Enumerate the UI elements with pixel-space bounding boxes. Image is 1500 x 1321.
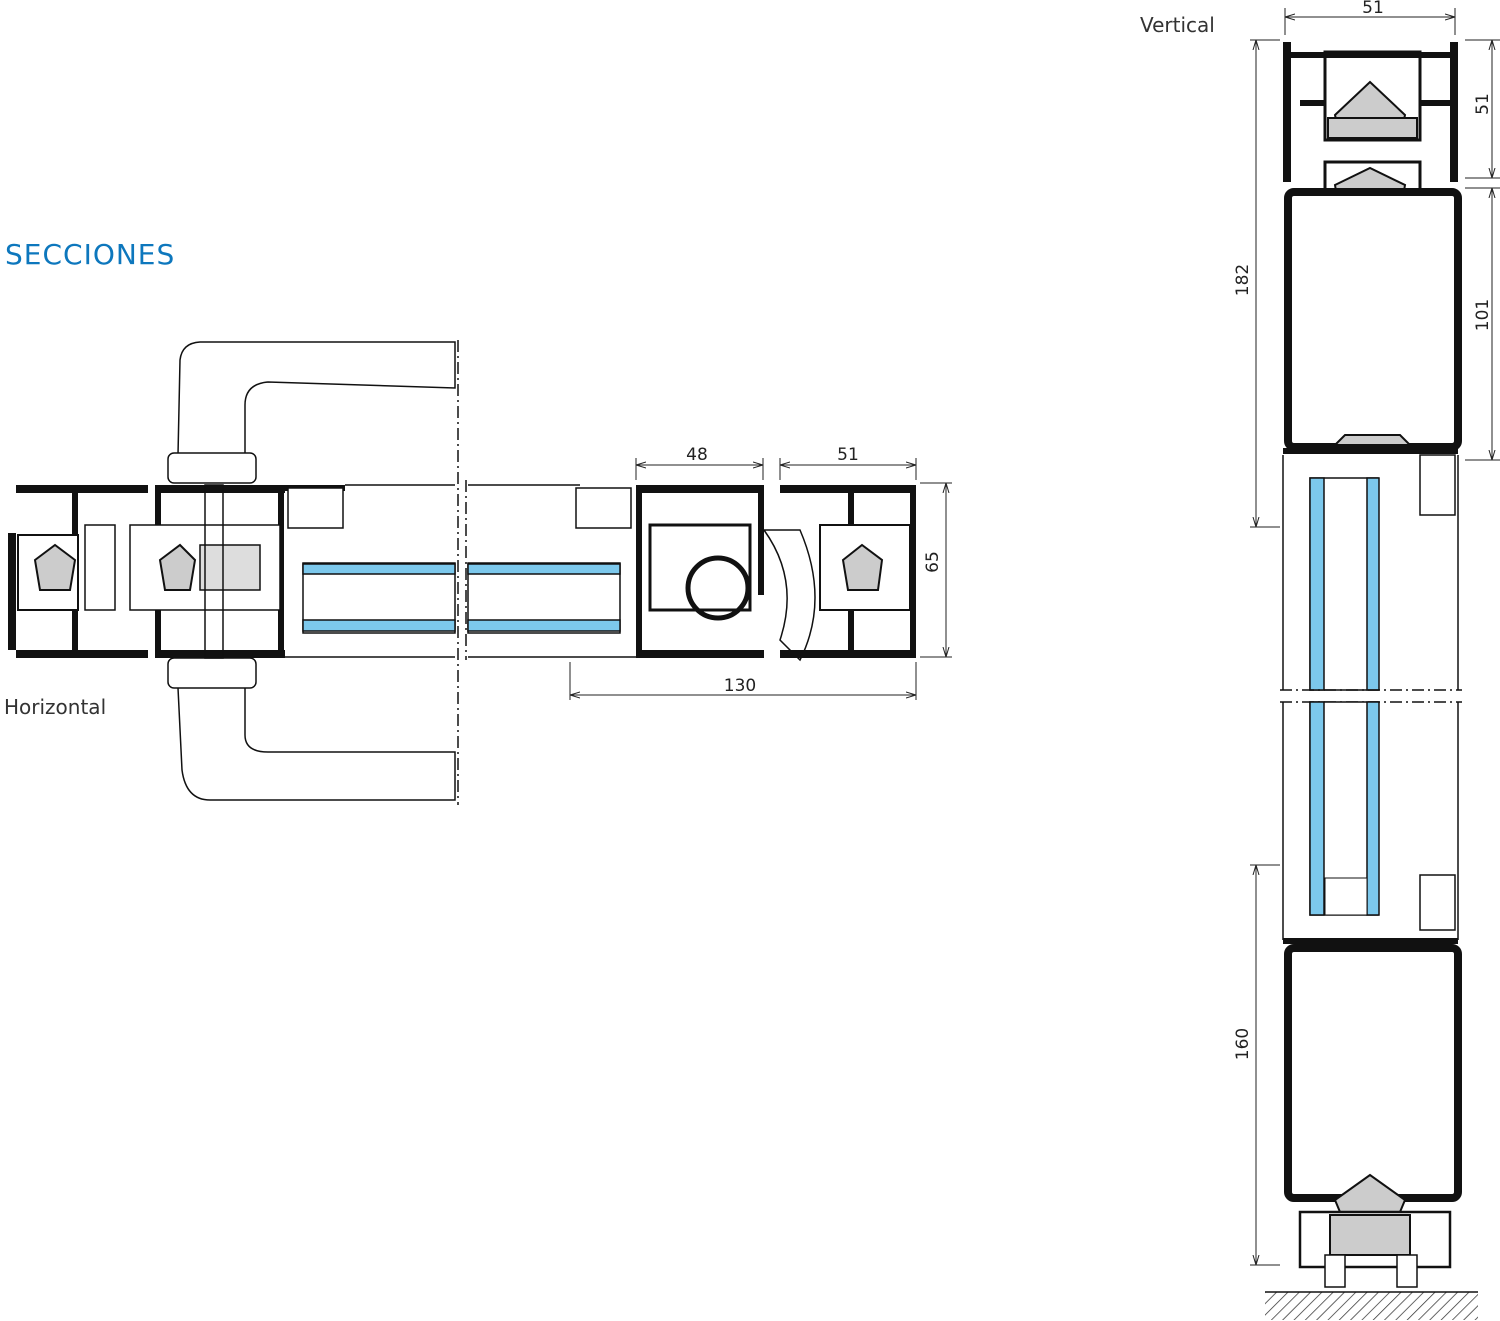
top-frame-profile (1283, 42, 1458, 182)
glass-pane (302, 563, 456, 575)
dimension-label: 130 (724, 676, 756, 696)
dimension-160: 160 (1233, 864, 1280, 1266)
glass-pane (1309, 701, 1325, 916)
vertical-section: 51 51 101 182 160 (1233, 0, 1500, 1320)
dimension-label: 48 (686, 445, 708, 465)
handle-bottom (177, 687, 456, 801)
left-frame-profile (8, 485, 148, 658)
dimension-51-horizontal: 51 (779, 445, 917, 480)
glass-pane (1366, 477, 1380, 691)
horizontal-section: 48 51 65 130 (8, 340, 952, 805)
glass-pane (467, 563, 621, 575)
floor-hatching (1265, 1292, 1478, 1320)
dimension-label: 160 (1233, 1028, 1253, 1060)
dimension-130: 130 (569, 662, 917, 700)
dimension-65: 65 (920, 482, 952, 658)
right-frame-profile (780, 485, 916, 658)
dimension-label: 51 (1362, 0, 1384, 18)
handle-top (177, 341, 456, 456)
section-title: SECCIONES (5, 238, 176, 271)
dimension-182: 182 (1233, 39, 1280, 528)
glass-pane (302, 619, 456, 632)
dimension-label: 182 (1233, 264, 1253, 296)
vertical-label: Vertical (1140, 13, 1215, 37)
dimension-101: 101 (1465, 187, 1500, 461)
dimension-label: 51 (837, 445, 859, 465)
glass-pane (467, 619, 621, 632)
threshold-profile (1298, 1210, 1452, 1288)
handle-rose-bottom (167, 657, 257, 689)
dimension-label: 51 (1473, 93, 1493, 115)
upper-sash-profile (1283, 160, 1462, 516)
sash-lock-profile (129, 484, 285, 659)
dimension-51-top: 51 (1284, 0, 1456, 35)
dimension-label: 101 (1473, 299, 1493, 331)
dimension-48: 48 (635, 445, 764, 480)
handle-rose-top (167, 452, 257, 484)
glass-pane (1366, 701, 1380, 916)
right-sash-profile (636, 485, 816, 662)
dimension-label: 65 (923, 551, 943, 573)
lower-sash-profile (1283, 938, 1462, 1213)
glass-pane (1309, 477, 1325, 691)
horizontal-label: Horizontal (4, 695, 107, 719)
dimension-51-right: 51 (1465, 39, 1500, 179)
